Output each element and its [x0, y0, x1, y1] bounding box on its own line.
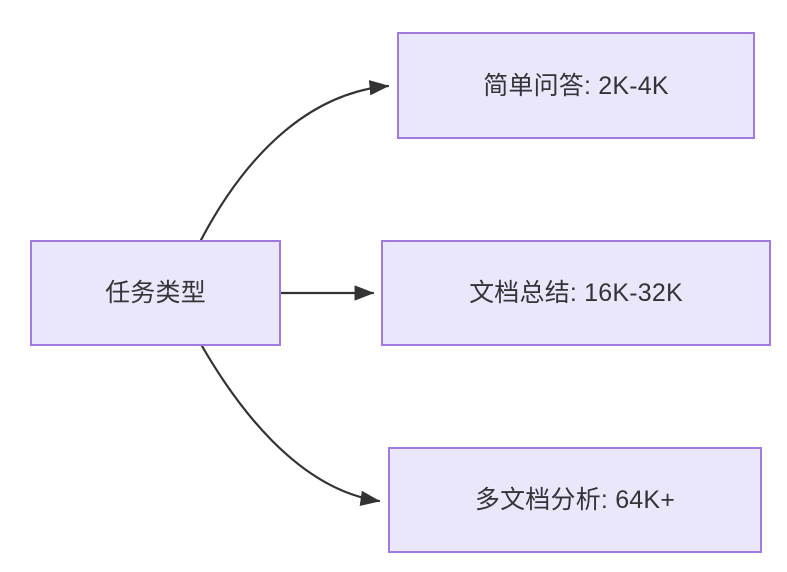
node-simple-qa-label: 简单问答: 2K-4K — [483, 71, 669, 100]
edge-source-to-multidoc — [200, 344, 381, 506]
node-simple-qa[interactable]: 简单问答: 2K-4K — [397, 32, 755, 139]
node-multi-document-analysis[interactable]: 多文档分析: 64K+ — [388, 447, 762, 553]
node-document-summary-label: 文档总结: 16K-32K — [469, 279, 683, 307]
node-task-type-label: 任务类型 — [105, 279, 206, 307]
node-task-type[interactable]: 任务类型 — [30, 240, 281, 346]
node-document-summary[interactable]: 文档总结: 16K-32K — [381, 240, 771, 346]
edge-source-to-qa — [199, 80, 390, 242]
node-multi-document-analysis-label: 多文档分析: 64K+ — [474, 486, 676, 514]
